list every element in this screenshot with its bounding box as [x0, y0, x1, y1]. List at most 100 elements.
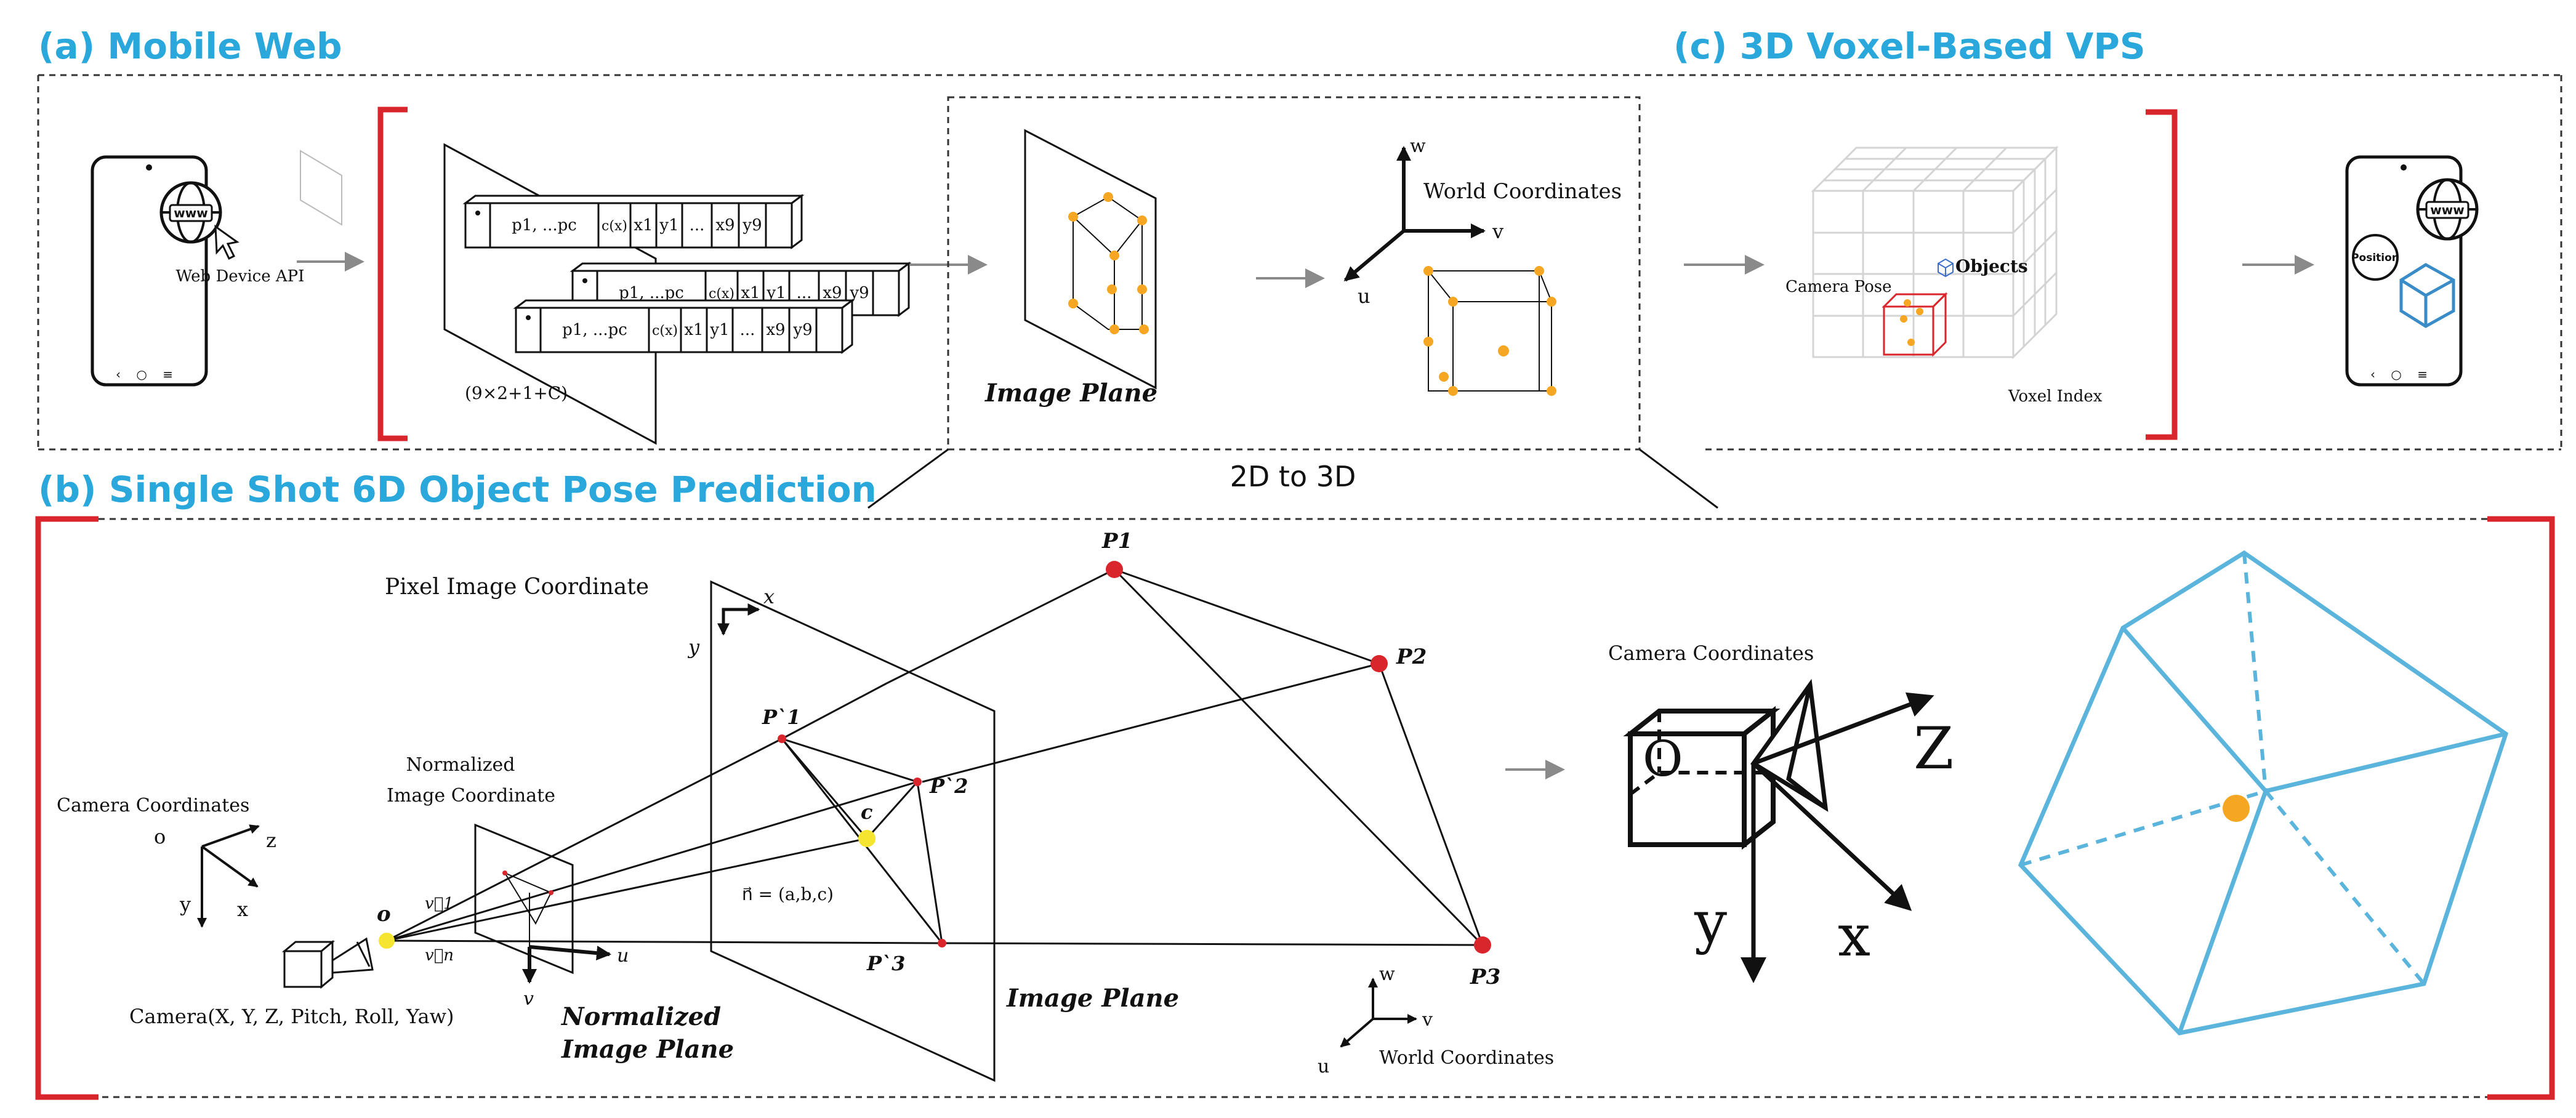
- p3-prime-label: P`3: [866, 952, 905, 975]
- big-axis-y: y: [1694, 889, 1727, 956]
- cam-axis-x: x: [237, 898, 248, 921]
- projected-cube-2d: [1068, 192, 1149, 334]
- globe-icon: www: [159, 181, 222, 244]
- cell-p: p1, ...pc: [562, 321, 627, 339]
- p2-label: P2: [1396, 645, 1427, 669]
- cell-x1: x1: [684, 321, 703, 339]
- p2-dot: [1371, 655, 1388, 672]
- right-camera-coordinates-label: Camera Coordinates: [1608, 641, 1814, 665]
- pixel-axes: [717, 603, 760, 636]
- world-axis-u: u: [1318, 1056, 1329, 1077]
- camera-pose-voxel: [1882, 292, 1948, 357]
- centroid-dot: [858, 830, 875, 847]
- cell-cx: c(x): [652, 323, 678, 339]
- world-cube-3d: [1423, 266, 1556, 396]
- camera-origin-dot: [379, 933, 395, 949]
- cell-ellipsis: ...: [690, 216, 705, 235]
- cam-axis-y: y: [179, 893, 191, 916]
- objects-label: Objects: [1955, 256, 2028, 276]
- axis-u: u: [1358, 284, 1371, 308]
- cell-ellipsis: ...: [797, 284, 812, 302]
- p3-label: P3: [1470, 965, 1500, 989]
- svg-text:‹ ○ ≡: ‹ ○ ≡: [116, 367, 173, 382]
- world-coordinates-label: World Coordinates: [1423, 179, 1622, 204]
- world-axes-center: [1343, 146, 1486, 282]
- big-axis-z: Z: [1914, 715, 1954, 782]
- phone-left: ‹ ○ ≡ www: [91, 155, 239, 387]
- cell-x9: x9: [823, 284, 842, 302]
- bracket-left-a: [377, 107, 408, 441]
- voxel-index-label: Voxel Index: [2008, 387, 2103, 406]
- cursor-icon: [214, 224, 239, 260]
- cell-y1: y1: [709, 321, 729, 339]
- origin-label: o: [377, 902, 391, 927]
- normalized-axis-u: u: [617, 945, 629, 967]
- connector-left: [867, 448, 949, 509]
- bracket-right-c: [2146, 109, 2178, 440]
- normalized-image-coordinate-label-2: Image Coordinate: [387, 785, 555, 806]
- cam-axis-o: o: [154, 825, 166, 848]
- phone-right: ‹ ○ ≡ www Position: [2345, 155, 2479, 387]
- image-plane-label-b: Image Plane: [1006, 984, 1179, 1013]
- tensor-row-1: p1, ...pc c(x) x1 y1 ... x9 y9: [462, 194, 805, 249]
- normal-vector-label: n⃗ = (a,b,c): [742, 884, 834, 904]
- tensor-row-3: p1, ...pc c(x) x1 y1 ... x9 y9: [513, 299, 855, 354]
- vector-v1: v⃗1: [425, 895, 454, 913]
- camera-pose-label: Camera Pose: [1785, 278, 1891, 296]
- camera-coordinates-label-left: Camera Coordinates: [57, 795, 249, 816]
- cell-cx: c(x): [709, 286, 735, 302]
- image-plane-big: [710, 580, 996, 1082]
- image-plane-label: Image Plane: [984, 379, 1157, 408]
- world-axis-w: w: [1379, 963, 1395, 985]
- cell-y1: y1: [766, 284, 786, 302]
- world-axis-v: v: [1422, 1009, 1433, 1031]
- cell-x9: x9: [766, 321, 785, 339]
- pixel-axis-x: x: [763, 585, 775, 608]
- normalized-image-plane: [474, 823, 574, 975]
- tensor-size-caption: (9×2+1+C): [465, 383, 568, 403]
- centroid-label: c: [861, 800, 872, 824]
- svg-text:‹ ○ ≡: ‹ ○ ≡: [2370, 367, 2428, 382]
- cell-cx: c(x): [602, 219, 627, 234]
- normalized-axis-v: v: [523, 988, 534, 1010]
- 2d-to-3d-caption: 2D to 3D: [1230, 460, 1356, 493]
- camera-axes-left: [197, 824, 260, 928]
- globe-icon: www: [2416, 178, 2479, 241]
- vector-vn: v⃗n: [425, 946, 454, 965]
- big-axis-x: x: [1838, 903, 1870, 970]
- normalized-image-plane-label-1: Normalized: [560, 1002, 721, 1031]
- p1-label: P1: [1101, 529, 1132, 553]
- position-label: Position: [2351, 252, 2399, 264]
- voxel-grid: [1811, 145, 2059, 360]
- p1-prime-label: P`1: [762, 706, 800, 729]
- big-axis-o: O: [1643, 730, 1683, 787]
- normalized-image-coordinate-label-1: Normalized: [406, 754, 515, 776]
- object-cube-blue: [2018, 550, 2509, 1036]
- camera-caption: Camera(X, Y, Z, Pitch, Roll, Yaw): [129, 1005, 454, 1028]
- cell-x1: x1: [634, 216, 653, 235]
- www-label: www: [174, 206, 207, 220]
- top-dashed-frame: [37, 74, 2562, 451]
- heading-pose-prediction: (b) Single Shot 6D Object Pose Predictio…: [38, 469, 877, 510]
- projection-rays: [386, 662, 1483, 946]
- cell-x1: x1: [741, 284, 760, 302]
- cell-y9: y9: [792, 321, 812, 339]
- cell-y1: y1: [659, 216, 678, 235]
- web-device-api-label: Web Device API: [176, 267, 305, 286]
- normalized-uv-axes: [522, 945, 611, 984]
- world-triangle: [886, 568, 1484, 946]
- p3-dot: [1474, 936, 1491, 954]
- p1-dot: [1106, 561, 1123, 578]
- heading-voxel-vps: (c) 3D Voxel-Based VPS: [1673, 25, 2146, 67]
- big-camera-axes: [1741, 692, 1934, 983]
- image-sheet-icon: [300, 150, 342, 226]
- pixel-image-coordinate-label: Pixel Image Coordinate: [385, 574, 649, 600]
- bottom-frame: [35, 516, 2555, 1100]
- connector-right: [1639, 448, 1718, 509]
- normalized-image-plane-label-2: Image Plane: [561, 1035, 734, 1064]
- axis-v: v: [1492, 220, 1503, 243]
- center-dashed-box: [947, 96, 1641, 451]
- www-label: www: [2430, 203, 2464, 217]
- world-coordinates-label-b: World Coordinates: [1379, 1047, 1554, 1069]
